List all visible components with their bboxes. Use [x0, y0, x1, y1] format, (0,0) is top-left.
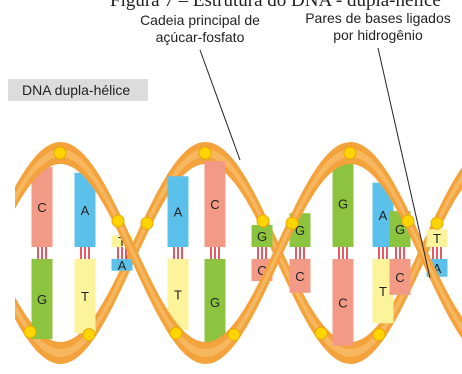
base-A [111, 259, 133, 271]
base-letter: T [174, 287, 182, 302]
phosphate-dot [285, 216, 299, 230]
phosphate-dot [82, 328, 96, 342]
base-T [426, 229, 448, 247]
base-pair: GC [251, 224, 273, 282]
base-G [251, 224, 273, 247]
sugar-phosphate-strand-2 [15, 142, 462, 364]
phosphate-dot [314, 326, 328, 340]
base-letter: G [210, 295, 220, 310]
phosphate-dot [256, 214, 270, 228]
base-letter: A [174, 205, 183, 220]
callout-backbone: Cadeia principal de açúcar-fosfato [120, 12, 280, 46]
callout-hbond-line2: por hidrogênio [333, 27, 423, 43]
base-T [111, 235, 133, 247]
base-C [31, 166, 53, 247]
phosphate-dot [140, 216, 154, 230]
dna-title-label: DNA dupla-hélice [8, 79, 148, 101]
base-letter: G [37, 292, 47, 307]
phosphate-dot [430, 216, 444, 230]
base-G [31, 259, 53, 340]
base-pair: TA [111, 234, 133, 273]
base-letter: A [379, 208, 388, 223]
phosphate-dot [401, 214, 415, 228]
base-G [204, 259, 226, 345]
base-C [289, 259, 311, 293]
phosphate-dot [372, 328, 386, 342]
phosphate-groups [23, 146, 444, 342]
phosphate-dot [53, 146, 67, 160]
callout-backbone-line1: Cadeia principal de [140, 12, 260, 28]
phosphate-dot [169, 326, 183, 340]
phosphate-dot [343, 146, 357, 160]
base-pair: AT [372, 182, 394, 324]
base-letter: G [338, 197, 348, 212]
phosphate-dot [111, 214, 125, 228]
base-A [167, 176, 189, 247]
base-letter: G [295, 223, 305, 238]
phosphate-dot [23, 325, 37, 339]
base-letter: C [37, 200, 46, 215]
base-letter: T [379, 284, 387, 299]
base-T [74, 259, 96, 334]
back-strand [15, 142, 462, 364]
base-A [74, 172, 96, 247]
base-C [332, 259, 354, 346]
base-letter: C [295, 269, 304, 284]
base-pair: AT [74, 172, 96, 334]
base-pair: CG [204, 161, 226, 345]
base-letter: A [118, 258, 127, 273]
base-letter: C [338, 295, 347, 310]
phosphate-dot [227, 328, 241, 342]
leader-backbone [199, 49, 241, 161]
leader-hydrogen-bonds [377, 47, 431, 279]
phosphate-dot [198, 146, 212, 160]
base-T [372, 259, 394, 324]
front-strand [15, 142, 462, 364]
base-letter: C [257, 263, 266, 278]
callout-hbond-line1: Pares de bases ligados [305, 10, 451, 26]
callout-leader-lines [199, 47, 431, 279]
base-letter: A [433, 261, 442, 276]
sugar-phosphate-strand-1 [15, 142, 462, 364]
base-letter: T [433, 231, 441, 246]
base-letter: C [210, 197, 219, 212]
base-pair: GC [332, 160, 354, 346]
base-C [204, 161, 226, 247]
base-C [389, 259, 411, 295]
callout-hydrogen-bonds: Pares de bases ligados por hidrogênio [298, 10, 458, 44]
base-letter: T [81, 289, 89, 304]
base-letter: A [81, 203, 90, 218]
base-letter: C [395, 270, 404, 285]
base-letter: T [118, 234, 126, 249]
base-T [167, 259, 189, 330]
base-G [332, 160, 354, 247]
callout-backbone-line2: açúcar-fosfato [155, 29, 245, 45]
base-pair: AT [167, 176, 189, 330]
base-letter: G [257, 229, 267, 244]
figure-caption: Figura 7 – Estrutura do DNA - dupla-héli… [110, 0, 441, 11]
base-pair: CG [31, 166, 53, 340]
base-letter: G [395, 222, 405, 237]
base-A [372, 182, 394, 247]
